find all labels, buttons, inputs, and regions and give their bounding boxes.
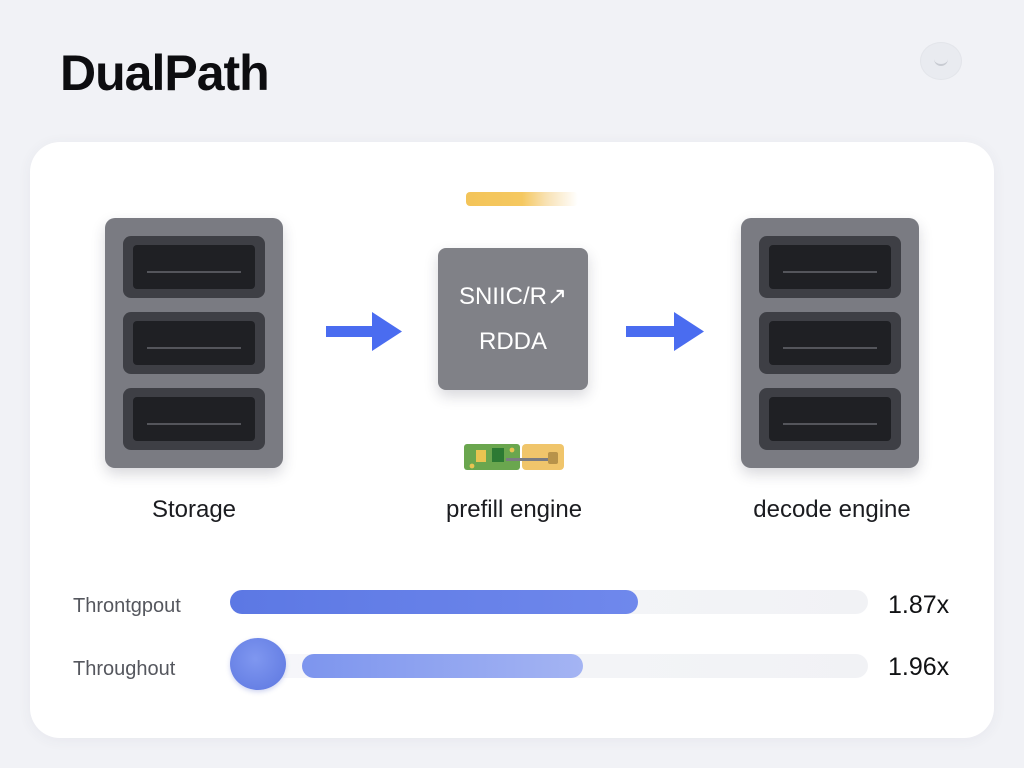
- storage-label: Storage: [151, 496, 237, 523]
- arrow-right-icon: [326, 312, 402, 351]
- rack-bay: [123, 388, 265, 450]
- page-title: DualPath: [60, 45, 270, 101]
- rack-bay: [759, 236, 901, 298]
- metric-track: [230, 654, 868, 678]
- decode-engine-label: decode engine: [753, 496, 911, 523]
- metric-label: Throughout: [73, 658, 176, 680]
- metric-bar: [230, 590, 638, 614]
- rack-bay: [759, 388, 901, 450]
- nic-chip-icon: [464, 444, 564, 470]
- prefill-engine-label: prefill engine: [445, 496, 583, 523]
- corner-toggle-icon[interactable]: [920, 42, 962, 80]
- metric-value: 1.87x: [888, 591, 950, 619]
- metric-value: 1.96x: [888, 653, 950, 681]
- rack-bay: [123, 312, 265, 374]
- metric-label: Throntgpout: [73, 595, 181, 617]
- engine-box-line-2: RDDA: [478, 328, 547, 355]
- engine-box-line-1: SNIIC/R↗: [458, 283, 568, 310]
- storage-rack-icon: [105, 218, 283, 468]
- prefill-engine-box: SNIIC/R↗ RDDA: [438, 248, 588, 390]
- metric-track: [230, 590, 868, 614]
- transfer-indicator-bar: [466, 192, 578, 206]
- arrow-right-icon: [626, 312, 704, 351]
- rack-bay: [759, 312, 901, 374]
- slider-knob[interactable]: [230, 638, 286, 690]
- metric-bar: [302, 654, 583, 678]
- diagram-card: SNIIC/R↗ RDDA Storage prefill engine: [30, 142, 994, 738]
- rack-bay: [123, 236, 265, 298]
- decode-rack-icon: [741, 218, 919, 468]
